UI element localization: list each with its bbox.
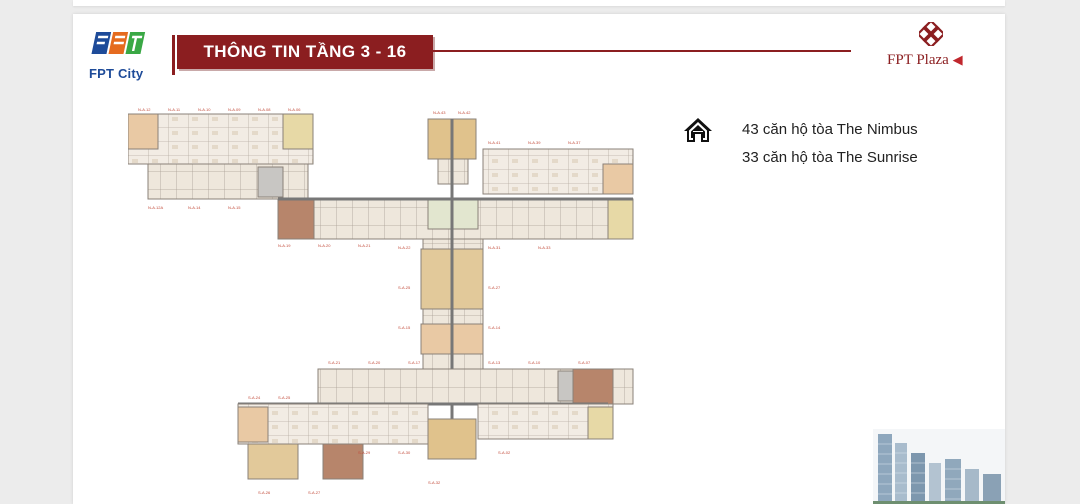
svg-text:N-A.14: N-A.14	[188, 205, 201, 210]
home-icon	[684, 118, 712, 142]
svg-text:N-A.41: N-A.41	[488, 140, 501, 145]
svg-text:S-A.32: S-A.32	[428, 480, 441, 485]
svg-text:N-A.39: N-A.39	[528, 140, 541, 145]
brand-name-text: FPT Plaza	[887, 52, 949, 68]
logo-text: FPT City	[89, 66, 144, 81]
brand-flag-icon: ◀	[952, 52, 963, 67]
svg-text:N-A.20: N-A.20	[318, 243, 331, 248]
svg-text:N-A.10: N-A.10	[198, 107, 211, 112]
svg-text:N-A.15: N-A.15	[228, 205, 241, 210]
brand-name: FPT Plaza ◀	[887, 52, 963, 69]
floor-plan-drawing: N-A.12 N-A.11 N-A.10 N-A.09 N-A.08 N-A.06 N-…	[128, 107, 634, 495]
svg-text:S-A.21: S-A.21	[328, 360, 341, 365]
previous-slide-edge	[73, 0, 1005, 6]
svg-text:S-A.14: S-A.14	[488, 325, 501, 330]
title-divider	[433, 50, 851, 52]
svg-text:N-A.09: N-A.09	[228, 107, 241, 112]
svg-text:N-A.08: N-A.08	[258, 107, 271, 112]
svg-text:S-A.25: S-A.25	[398, 285, 411, 290]
page-title: THÔNG TIN TẦNG 3 - 16	[172, 35, 433, 75]
slide: FPT City THÔNG TIN TẦNG 3 - 16 FPT Plaza…	[73, 14, 1005, 504]
svg-text:N-A.42: N-A.42	[458, 110, 471, 115]
fpt-plaza-emblem-icon	[919, 22, 943, 46]
svg-text:N-A.43: N-A.43	[433, 110, 446, 115]
fpt-plaza-brand: FPT Plaza ◀	[879, 22, 989, 72]
svg-text:N-A.21: N-A.21	[358, 243, 371, 248]
svg-text:S-A.02: S-A.02	[498, 450, 511, 455]
svg-text:N-A.12: N-A.12	[138, 107, 151, 112]
fpt-logo-icon	[91, 32, 146, 54]
svg-text:N-A.11: N-A.11	[168, 107, 181, 112]
floor-plan-image: N-A.12 N-A.11 N-A.10 N-A.09 N-A.08 N-A.06 N-…	[128, 107, 634, 495]
svg-text:S-A.26: S-A.26	[258, 490, 271, 495]
building-photo	[873, 429, 1005, 504]
svg-text:S-A.27: S-A.27	[308, 490, 321, 495]
svg-text:S-A.27: S-A.27	[488, 285, 501, 290]
svg-text:N-A.06: N-A.06	[288, 107, 301, 112]
fpt-city-logo: FPT City	[89, 26, 149, 82]
svg-text:S-A.17: S-A.17	[408, 360, 421, 365]
svg-text:N-A.33: N-A.33	[538, 245, 551, 250]
nimbus-unit-count: 43 căn hộ tòa The Nimbus	[742, 121, 918, 138]
svg-text:N-A.31: N-A.31	[488, 245, 501, 250]
svg-text:N-A.12A: N-A.12A	[148, 205, 163, 210]
svg-text:S-A.29: S-A.29	[358, 450, 371, 455]
svg-text:S-A.25: S-A.25	[278, 395, 291, 400]
svg-text:S-A.20: S-A.20	[368, 360, 381, 365]
svg-text:S-A.10: S-A.10	[528, 360, 541, 365]
svg-text:S-A.13: S-A.13	[488, 360, 501, 365]
svg-text:N-A.19: N-A.19	[278, 243, 291, 248]
svg-text:S-A.30: S-A.30	[398, 450, 411, 455]
svg-text:S-A.15: S-A.15	[398, 325, 411, 330]
svg-text:S-A.24: S-A.24	[248, 395, 261, 400]
svg-text:S-A.07: S-A.07	[578, 360, 591, 365]
svg-text:N-A.37: N-A.37	[568, 140, 581, 145]
sunrise-unit-count: 33 căn hộ tòa The Sunrise	[742, 149, 918, 166]
svg-text:N-A.22: N-A.22	[398, 245, 411, 250]
